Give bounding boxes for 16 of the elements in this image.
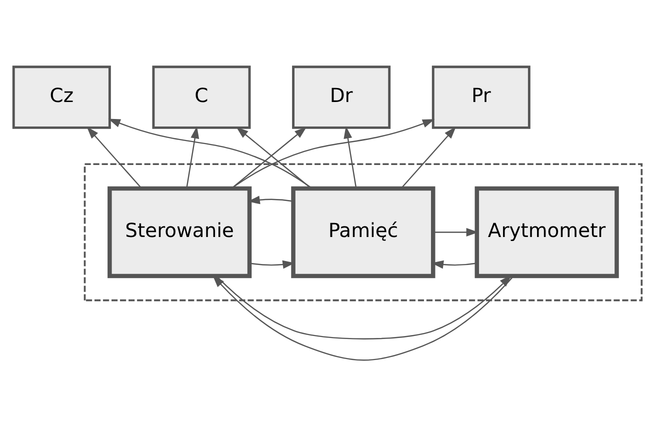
node-box: Pr [432,66,530,129]
node-box: Cz [12,66,111,129]
arrow [231,119,435,189]
arrow [344,126,357,188]
arrow [186,126,200,188]
arrow [400,126,456,189]
arrow [108,118,312,189]
arrow [86,126,142,189]
node-box: Arytmometr [474,186,619,278]
node-box: C [152,66,251,129]
node-box: Pamięć [291,186,436,278]
node-box: Dr [292,66,391,129]
arrow [216,275,512,340]
node-box: Sterowanie [108,186,252,278]
cluster [84,163,643,302]
arrow [212,275,514,361]
